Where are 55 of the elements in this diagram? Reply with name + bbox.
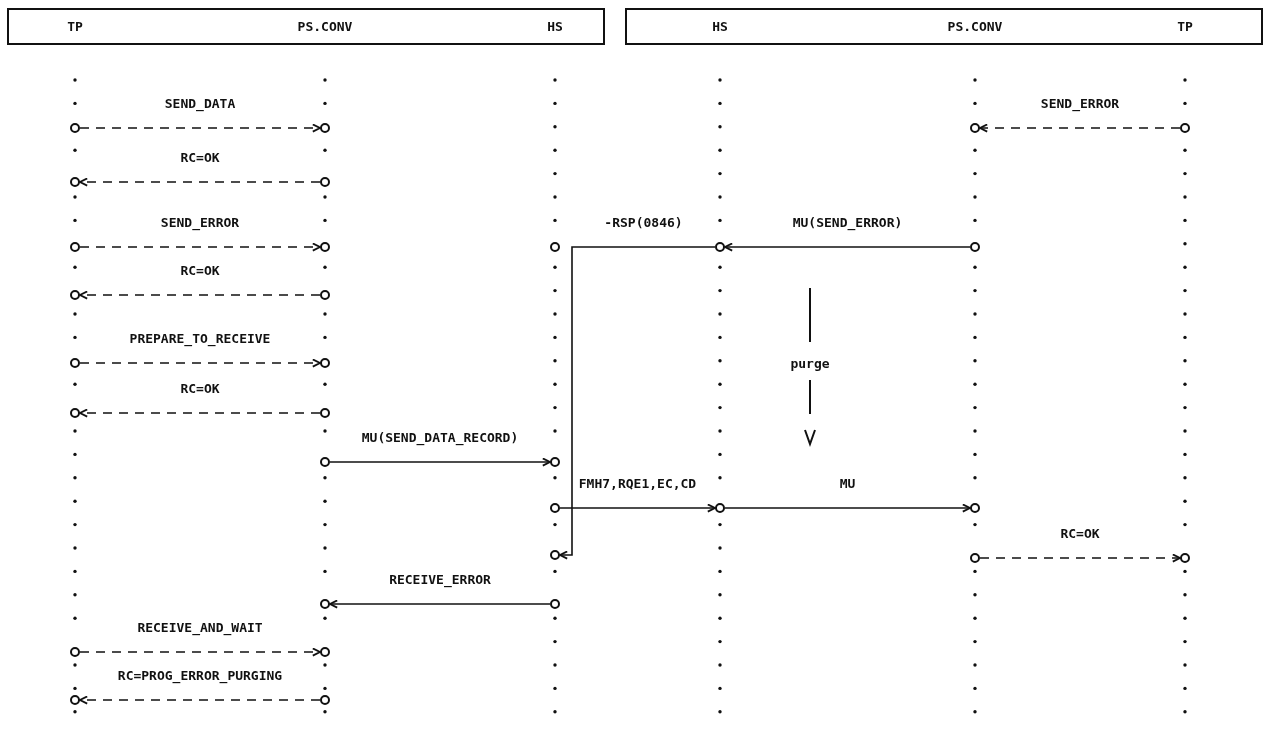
endpoint-circle (320, 177, 330, 187)
endpoint-circle (70, 695, 80, 705)
lifeline-name: TP (1177, 19, 1193, 34)
endpoint-circle (970, 553, 980, 563)
endpoint-circle (320, 242, 330, 252)
endpoint-circle (70, 408, 80, 418)
lifeline-name: HS (712, 19, 728, 34)
message-arrow (979, 553, 1181, 563)
message-arrow (329, 599, 551, 609)
message-arrow (559, 503, 716, 513)
message-arrow (79, 647, 321, 657)
endpoint-circle (320, 123, 330, 133)
endpoint-circle (970, 503, 980, 513)
message-arrow (724, 242, 971, 252)
endpoint-circle (550, 550, 560, 560)
endpoint-circle (320, 408, 330, 418)
message-arrow (79, 177, 321, 187)
endpoint-circle (320, 599, 330, 609)
endpoint-circle (320, 457, 330, 467)
lifeline-name: PS.CONV (297, 19, 353, 34)
message-arrow (559, 246, 716, 560)
message-arrow (329, 457, 551, 467)
message-arrow (79, 290, 321, 300)
message-arrow (79, 242, 321, 252)
message-arrow (79, 695, 321, 705)
message-arrow (79, 358, 321, 368)
endpoint-circle (320, 358, 330, 368)
lifeline-name: PS.CONV (947, 19, 1003, 34)
lifeline-header-box (625, 8, 1263, 45)
endpoint-circle (1180, 553, 1190, 563)
lifeline-header-box (7, 8, 605, 45)
endpoint-circle (550, 503, 560, 513)
message-arrow (79, 408, 321, 418)
endpoint-circle (550, 242, 560, 252)
endpoint-circle (70, 647, 80, 657)
lifeline-name: HS (547, 19, 563, 34)
endpoint-circle (70, 177, 80, 187)
endpoint-circle (320, 290, 330, 300)
endpoint-circle (70, 242, 80, 252)
lifeline-name: TP (67, 19, 83, 34)
endpoint-circle (715, 242, 725, 252)
endpoint-circle (70, 358, 80, 368)
endpoint-circle (70, 123, 80, 133)
endpoint-circle (550, 599, 560, 609)
message-arrow (979, 123, 1181, 133)
endpoint-circle (550, 457, 560, 467)
message-arrow (79, 123, 321, 133)
endpoint-circle (70, 290, 80, 300)
endpoint-circle (970, 242, 980, 252)
endpoint-circle (970, 123, 980, 133)
endpoint-circle (320, 647, 330, 657)
message-arrow (724, 503, 971, 513)
endpoint-circle (1180, 123, 1190, 133)
endpoint-circle (715, 503, 725, 513)
endpoint-circle (320, 695, 330, 705)
